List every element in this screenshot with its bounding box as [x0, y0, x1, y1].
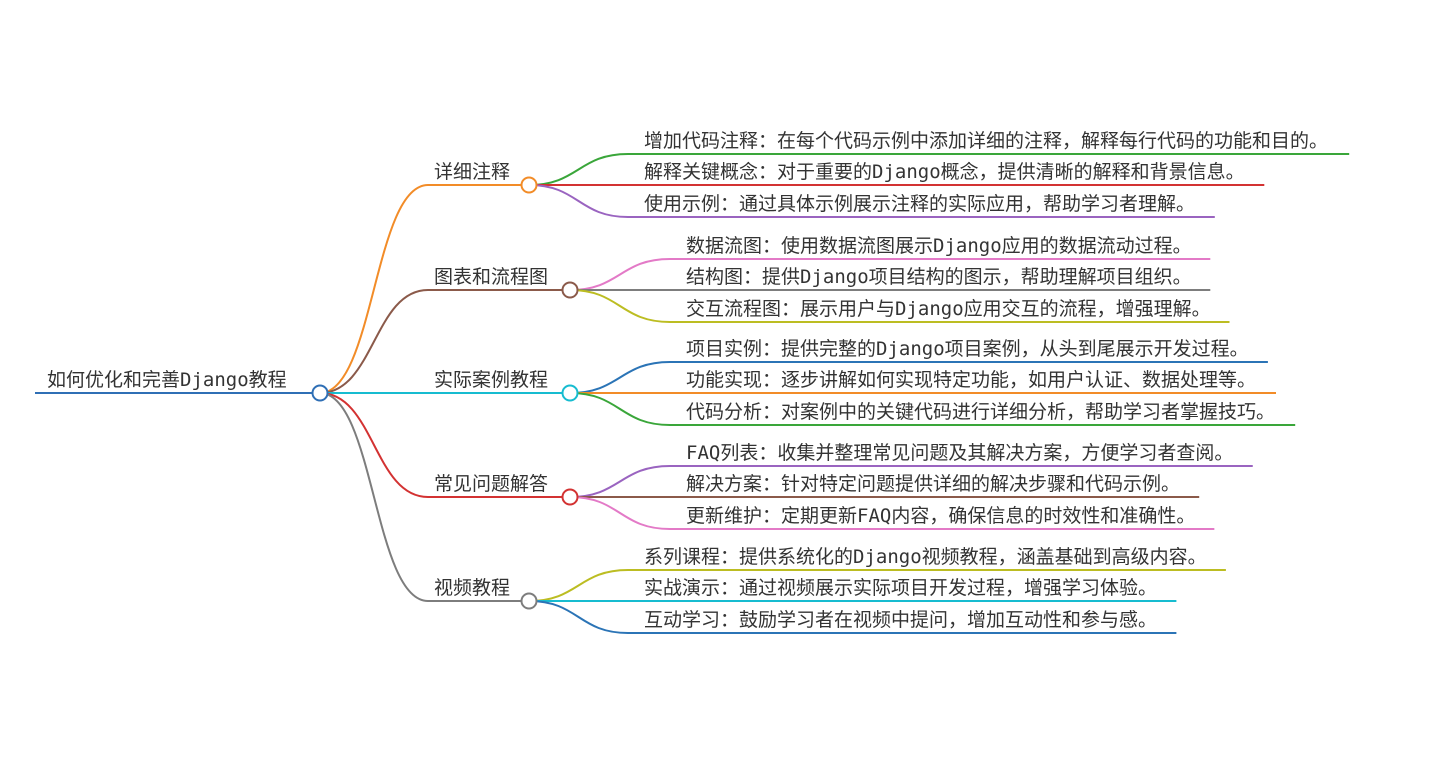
edge-root-branch-4: [319, 392, 429, 498]
leaf-node-label: 更新维护：定期更新FAQ内容，确保信息的时效性和准确性。: [686, 505, 1195, 527]
branch-collapse-toggle[interactable]: [520, 592, 538, 610]
edge-root-branch-1: [319, 184, 429, 394]
edge-branch-5-leaf-1: [528, 569, 629, 602]
branch-collapse-toggle[interactable]: [520, 176, 538, 194]
edges-layer: [35, 153, 1350, 634]
leaf-node-label: 解决方案：针对特定问题提供详细的解决步骤和代码示例。: [686, 473, 1180, 495]
branch-collapse-toggle[interactable]: [561, 488, 579, 506]
branch-node-label: 实际案例教程: [434, 369, 548, 391]
nodes-layer: 增加代码注释：在每个代码示例中添加详细的注释，解释每行代码的功能和目的。解释关键…: [47, 130, 1328, 631]
branch-collapse-toggle[interactable]: [561, 384, 579, 402]
leaf-node-label: 增加代码注释：在每个代码示例中添加详细的注释，解释每行代码的功能和目的。: [644, 130, 1328, 152]
edge-branch-4-leaf-3: [569, 496, 671, 530]
branch-node-label: 详细注释: [434, 161, 510, 183]
leaf-node-label: 交互流程图：展示用户与Django应用交互的流程，增强理解。: [686, 298, 1211, 320]
leaf-node-label: FAQ列表：收集并整理常见问题及其解决方案，方便学习者查阅。: [686, 442, 1233, 464]
leaf-node-label: 实战演示：通过视频展示实际项目开发过程，增强学习体验。: [644, 577, 1157, 599]
root-collapse-toggle[interactable]: [311, 384, 329, 402]
edge-root-branch-2: [319, 289, 429, 394]
leaf-node-label: 结构图：提供Django项目结构的图示，帮助理解项目组织。: [686, 266, 1192, 288]
leaf-node-label: 互动学习：鼓励学习者在视频中提问，增加互动性和参与感。: [644, 609, 1157, 631]
edge-branch-5-leaf-3: [528, 600, 629, 634]
root-node-label: 如何优化和完善Django教程: [47, 369, 287, 391]
leaf-node-label: 数据流图：使用数据流图展示Django应用的数据流动过程。: [686, 235, 1192, 257]
edge-branch-2-leaf-3: [569, 289, 671, 323]
edge-branch-1-leaf-1: [528, 153, 629, 186]
branch-node-label: 常见问题解答: [434, 473, 548, 495]
edge-branch-2-leaf-1: [569, 258, 671, 291]
edge-branch-3-leaf-3: [569, 392, 671, 426]
leaf-node-label: 代码分析：对案例中的关键代码进行详细分析，帮助学习者掌握技巧。: [686, 401, 1275, 423]
leaf-node-label: 系列课程：提供系统化的Django视频教程，涵盖基础到高级内容。: [644, 546, 1207, 568]
branch-collapse-toggle[interactable]: [561, 281, 579, 299]
branch-node-label: 图表和流程图: [434, 266, 548, 288]
leaf-node-label: 功能实现：逐步讲解如何实现特定功能，如用户认证、数据处理等。: [686, 369, 1256, 391]
leaf-node-label: 项目实例：提供完整的Django项目案例，从头到尾展示开发过程。: [686, 338, 1249, 360]
edge-root-branch-5: [319, 392, 429, 602]
edge-branch-3-leaf-1: [569, 361, 671, 394]
branch-node-label: 视频教程: [434, 577, 510, 599]
edge-branch-4-leaf-1: [569, 465, 671, 498]
leaf-node-label: 使用示例：通过具体示例展示注释的实际应用，帮助学习者理解。: [644, 193, 1195, 215]
edge-branch-1-leaf-3: [528, 184, 629, 218]
leaf-node-label: 解释关键概念：对于重要的Django概念，提供清晰的解释和背景信息。: [644, 160, 1245, 183]
